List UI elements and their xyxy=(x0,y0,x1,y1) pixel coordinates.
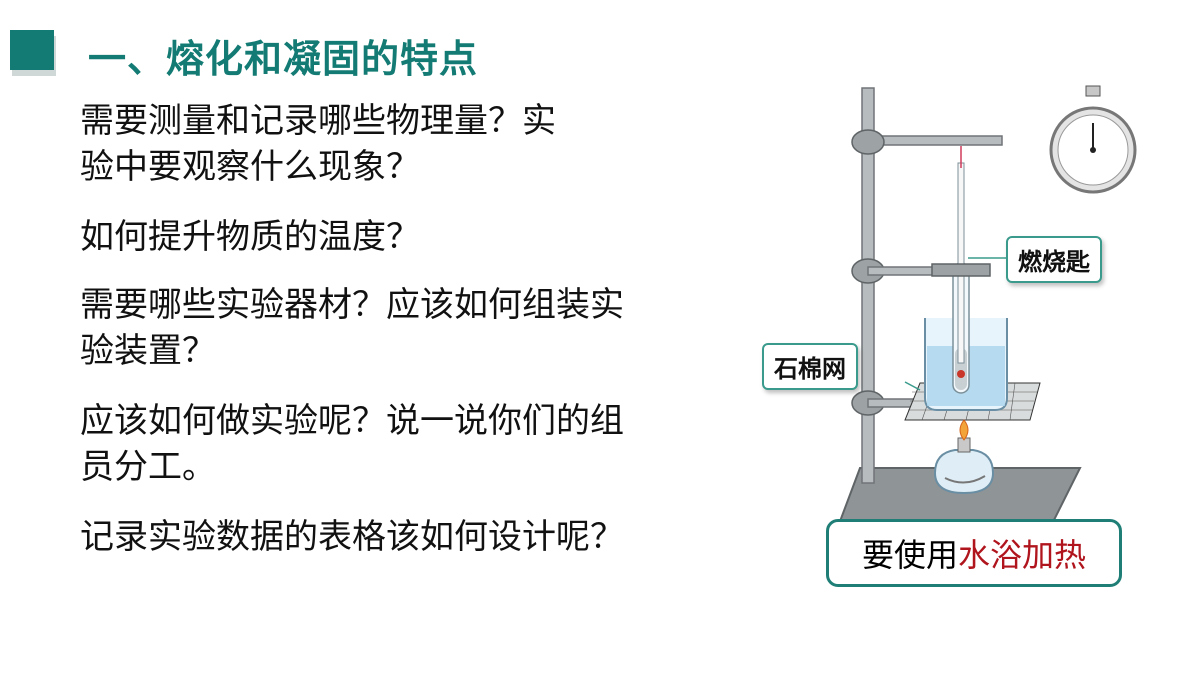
question-3: 需要哪些实验器材？应该如何组装实 验装置？ xyxy=(80,285,624,371)
callout-combustion-spoon: 燃烧匙 xyxy=(1006,236,1102,283)
thermometer xyxy=(957,162,965,364)
stand-rod xyxy=(861,87,875,484)
note-prefix: 要使用 xyxy=(861,536,958,574)
alcohol-lamp xyxy=(933,449,995,495)
question-2: 如何提升物质的温度？ xyxy=(80,217,420,257)
question-1: 需要测量和记录哪些物理量？实 验中要观察什么现象？ xyxy=(80,101,556,187)
title-decoration xyxy=(0,30,58,76)
question-4: 应该如何做实验呢？说一说你们的组 员分工。 xyxy=(80,401,624,487)
note-highlight: 水浴加热 xyxy=(958,536,1087,574)
water-bath-note: 要使用水浴加热 xyxy=(826,519,1122,587)
flame xyxy=(959,419,969,441)
callout-asbestos-gauze: 石棉网 xyxy=(762,343,858,390)
stopwatch-icon xyxy=(1049,85,1137,194)
question-5: 记录实验数据的表格该如何设计呢？ xyxy=(80,517,624,557)
page-title: 一、熔化和凝固的特点 xyxy=(88,37,479,81)
